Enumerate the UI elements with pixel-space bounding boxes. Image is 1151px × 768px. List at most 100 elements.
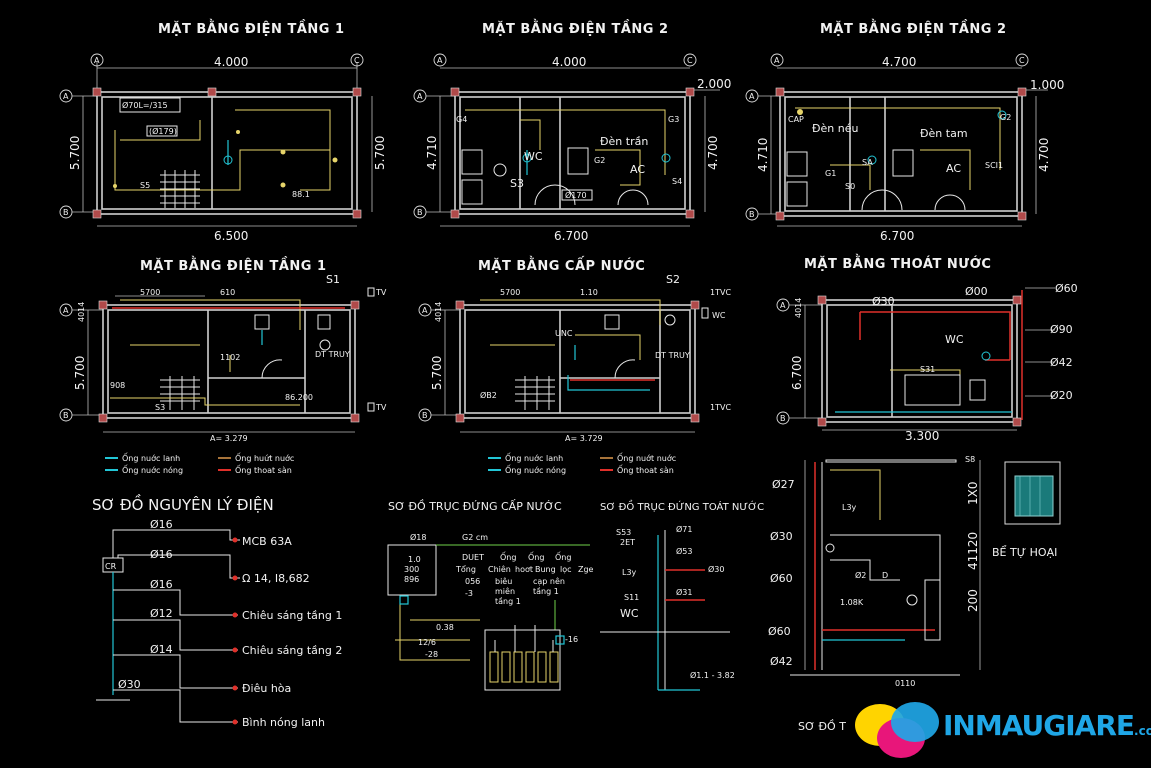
water-supply-riser: SƠ ĐỒ TRỤC ĐỨNG CẤP NƯỚC Ø18 G2 cm 1.0 3…: [387, 499, 594, 691]
svg-text:A: A: [780, 301, 786, 310]
plan5-title: MẶT BẰNG CẤP NƯỚC: [478, 256, 645, 274]
svg-text:AC: AC: [946, 162, 961, 175]
svg-text:Ống thoat sàn: Ống thoat sàn: [617, 463, 674, 475]
svg-text:Ø16: Ø16: [150, 518, 173, 531]
svg-text:S8: S8: [965, 455, 975, 464]
svg-text:Ø20: Ø20: [1050, 389, 1073, 402]
svg-text:B: B: [63, 411, 69, 420]
svg-text:200: 200: [966, 589, 980, 612]
svg-text:Ø12: Ø12: [150, 607, 173, 620]
svg-text:A: A: [94, 56, 100, 65]
svg-text:4.000: 4.000: [552, 55, 586, 69]
svg-text:4.710: 4.710: [425, 136, 439, 170]
svg-text:C: C: [1019, 56, 1025, 65]
svg-text:Zge: Zge: [578, 565, 594, 574]
svg-text:B: B: [780, 414, 786, 423]
svg-text:1.08K: 1.08K: [840, 598, 864, 607]
svg-text:Ống: Ống: [500, 550, 516, 562]
svg-text:Ø16: Ø16: [150, 548, 173, 561]
plan-electric-floor1-top: MẶT BẰNG ĐIỆN TẦNG 1 4.000 A C A B Ø70L=…: [59, 19, 387, 243]
svg-text:5700: 5700: [500, 288, 520, 297]
svg-text:S5: S5: [140, 181, 150, 190]
svg-text:-16: -16: [565, 635, 578, 644]
svg-text:A: A: [63, 92, 69, 101]
svg-text:4.700: 4.700: [882, 55, 916, 69]
svg-text:908: 908: [110, 381, 125, 390]
svg-text:DUET: DUET: [462, 553, 484, 562]
svg-text:ØB2: ØB2: [480, 390, 497, 400]
svg-text:C: C: [354, 56, 360, 65]
svg-text:Ống: Ống: [555, 550, 571, 562]
svg-text:CR: CR: [105, 562, 117, 571]
svg-text:12/6: 12/6: [418, 638, 436, 647]
svg-text:1X0: 1X0: [966, 482, 980, 506]
svg-text:lọc: lọc: [560, 565, 572, 574]
svg-text:G1: G1: [825, 169, 836, 178]
svg-text:Ống: Ống: [528, 550, 544, 562]
svg-text:MCB 63A: MCB 63A: [242, 535, 292, 548]
svg-text:Chiêu sáng tầng 1: Chiêu sáng tầng 1: [242, 609, 342, 622]
svg-text:G2: G2: [594, 156, 605, 165]
svg-text:hoơt: hoơt: [515, 565, 533, 574]
svg-text:Ống nuớc nóng: Ống nuớc nóng: [505, 463, 566, 475]
svg-text:Ø42: Ø42: [1050, 356, 1073, 369]
svg-text:5.700: 5.700: [373, 136, 387, 170]
svg-text:Đèn trần: Đèn trần: [600, 135, 648, 148]
svg-text:cạp nên: cạp nên: [533, 576, 565, 587]
svg-text:6.700: 6.700: [880, 229, 914, 243]
svg-text:biêu: biêu: [495, 576, 512, 586]
plan-electric-floor1-detail: MẶT BẰNG ĐIỆN TẦNG 1 A B 5700 610 S1 TV …: [59, 256, 387, 443]
svg-text:0.38: 0.38: [436, 623, 454, 632]
svg-text:Ø18: Ø18: [410, 532, 426, 542]
svg-text:A: A: [437, 56, 443, 65]
svg-text:Tổng: Tổng: [455, 564, 476, 574]
svg-text:Ø30: Ø30: [770, 530, 793, 543]
svg-text:5.700: 5.700: [73, 356, 87, 390]
svg-text:DT TRUY: DT TRUY: [655, 351, 690, 360]
svg-text:WC: WC: [620, 607, 639, 620]
svg-text:1.000: 1.000: [1030, 78, 1064, 92]
plan1-label: Ø70L=/315: [122, 100, 168, 110]
svg-text:C: C: [687, 56, 693, 65]
plan-electric-floor2-a: MẶT BẰNG ĐIỆN TẦNG 2 4.000 2.000 A C A B…: [413, 19, 731, 243]
svg-text:G2: G2: [1000, 113, 1011, 122]
svg-text:5.700: 5.700: [68, 136, 82, 170]
svg-text:Ø30: Ø30: [118, 678, 141, 691]
svg-text:B: B: [749, 210, 755, 219]
brand-logo: INMAUGIARE.com: [855, 698, 1151, 764]
svg-text:2ET: 2ET: [620, 538, 635, 547]
svg-text:6.500: 6.500: [214, 229, 248, 243]
svg-text:A: A: [422, 306, 428, 315]
svg-text:6.700: 6.700: [554, 229, 588, 243]
svg-text:L3y: L3y: [842, 503, 857, 512]
svg-text:S4: S4: [672, 177, 682, 186]
svg-text:Ống nuớc lanh: Ống nuớc lanh: [505, 451, 563, 463]
svg-text:S2: S2: [666, 273, 680, 286]
electric-schematic: SƠ ĐỒ NGUYÊN LÝ ĐIỆN CR Ø16 Ø16 Ø16 Ø12 …: [92, 493, 342, 729]
legend-pipes-1: Ống nuớc lanh Ống nuớc nóng Ống huứt nuớ…: [105, 451, 294, 475]
svg-text:Ống nuớt nuớc: Ống nuớt nuớc: [617, 451, 676, 463]
svg-text:Ø170: Ø170: [565, 190, 587, 200]
svg-text:Ø71: Ø71: [676, 524, 692, 534]
svg-text:DT TRUY: DT TRUY: [315, 350, 350, 359]
svg-text:88.1: 88.1: [292, 190, 310, 199]
svg-text:896: 896: [404, 575, 419, 584]
svg-text:SƠ ĐỒ T: SƠ ĐỒ T: [798, 719, 846, 733]
svg-text:L3y: L3y: [622, 568, 637, 577]
svg-text:Ø00: Ø00: [965, 285, 988, 298]
svg-text:3.300: 3.300: [905, 429, 939, 443]
svg-text:CAP: CAP: [788, 115, 804, 124]
svg-text:4.700: 4.700: [1037, 138, 1051, 172]
svg-text:Ø16: Ø16: [150, 578, 173, 591]
svg-text:1.0: 1.0: [408, 555, 421, 564]
svg-text:Ø60: Ø60: [770, 572, 793, 585]
svg-text:-28: -28: [425, 650, 438, 659]
svg-text:S0: S0: [845, 182, 855, 191]
svg-text:4014: 4014: [794, 298, 803, 318]
svg-text:tầng 1: tầng 1: [533, 586, 559, 596]
svg-text:Ø27: Ø27: [772, 478, 795, 491]
supply-title: SƠ ĐỒ TRỤC ĐỨNG CẤP NƯỚC: [388, 499, 562, 513]
svg-text:6.700: 6.700: [790, 356, 804, 390]
svg-text:B: B: [422, 411, 428, 420]
